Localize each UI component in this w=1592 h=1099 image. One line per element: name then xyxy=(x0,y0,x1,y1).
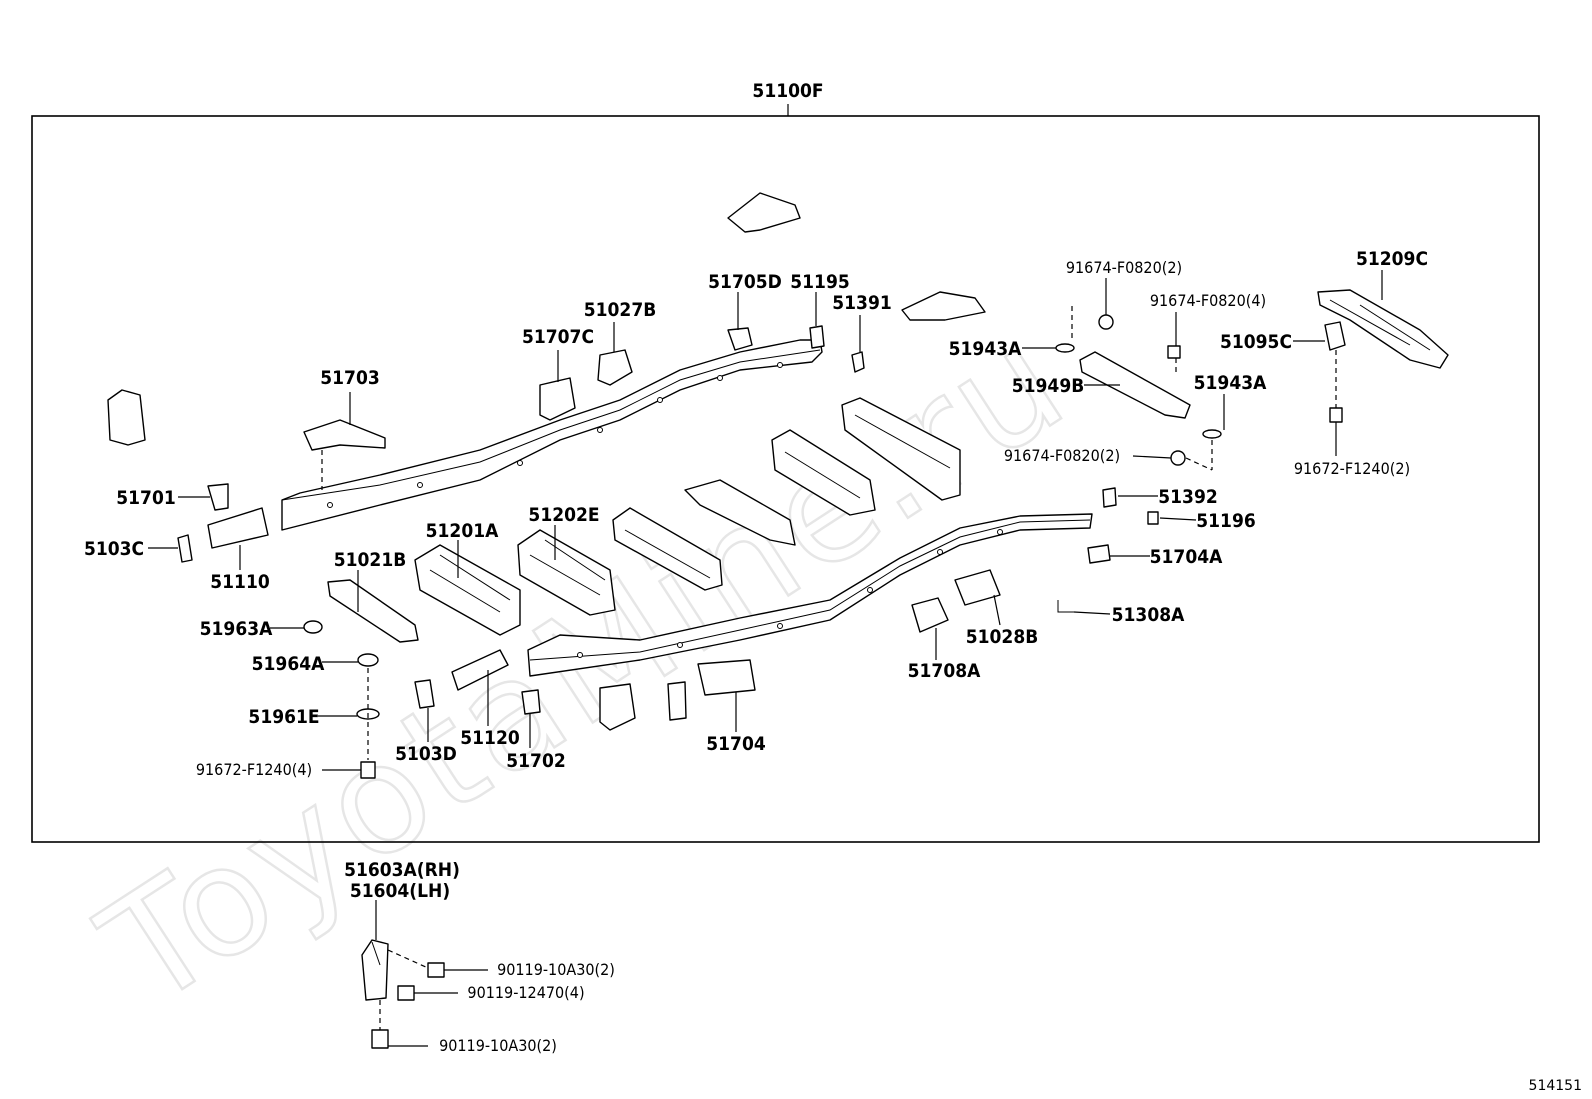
callout-5103C[interactable]: 5103C xyxy=(84,538,144,560)
callout-51391[interactable]: 51391 xyxy=(832,292,891,314)
callout-91674-F0820-4[interactable]: 91674-F0820(4) xyxy=(1150,291,1266,310)
bracket-upper-right[interactable] xyxy=(901,291,986,321)
bracket-51701[interactable] xyxy=(207,483,229,511)
bolt-91674-lower[interactable] xyxy=(1170,450,1186,466)
crossmember-rear[interactable] xyxy=(841,397,961,501)
bracket-51027B[interactable] xyxy=(597,349,633,386)
bushing-51964A[interactable] xyxy=(357,653,379,667)
figure-number: 514151 xyxy=(1529,1078,1582,1094)
callout-51120[interactable]: 51120 xyxy=(460,727,520,749)
callout-51708A[interactable]: 51708A xyxy=(908,660,981,682)
bracket-top-center[interactable] xyxy=(727,192,801,233)
bracket-51120[interactable] xyxy=(451,649,509,691)
callout-91674-F0820-2-lower[interactable]: 91674-F0820(2) xyxy=(1004,446,1120,465)
callout-51964A[interactable]: 51964A xyxy=(252,653,325,675)
callout-51704[interactable]: 51704 xyxy=(706,733,766,755)
bracket-51704A[interactable] xyxy=(1087,544,1111,564)
bolt-90119-10A30-upper[interactable] xyxy=(427,962,445,978)
crossmember-rear-center[interactable] xyxy=(771,429,876,516)
bracket-51095C[interactable] xyxy=(1324,321,1346,351)
bracket-center-lower-2[interactable] xyxy=(667,681,687,721)
bracket-51195[interactable] xyxy=(809,325,825,349)
callout-51201A[interactable]: 51201A xyxy=(426,520,499,542)
frame-rail-lower[interactable] xyxy=(527,513,1093,677)
callout-51028B[interactable]: 51028B xyxy=(966,626,1039,648)
bracket-51705D[interactable] xyxy=(727,327,753,351)
bracket-51308A[interactable] xyxy=(1057,600,1074,613)
callout-51702[interactable]: 51702 xyxy=(506,750,565,772)
callout-51110[interactable]: 51110 xyxy=(210,571,270,593)
callout-51095C[interactable]: 51095C xyxy=(1220,331,1292,353)
bracket-center-lower[interactable] xyxy=(599,683,636,731)
callout-51961E[interactable]: 51961E xyxy=(248,706,319,728)
crossmember-51209C[interactable] xyxy=(1317,289,1449,369)
bracket-5103D[interactable] xyxy=(414,679,435,709)
bracket-51702[interactable] xyxy=(521,689,541,715)
callout-5103D[interactable]: 5103D xyxy=(395,743,457,765)
bracket-51391[interactable] xyxy=(851,351,865,373)
bracket-51708A[interactable] xyxy=(911,597,949,633)
callout-51963A[interactable]: 51963A xyxy=(200,618,273,640)
callout-51021B[interactable]: 51021B xyxy=(334,549,407,571)
bracket-51028B[interactable] xyxy=(954,569,1001,606)
callout-91674-F0820-2-top[interactable]: 91674-F0820(2) xyxy=(1066,258,1182,277)
bolt-91672-right[interactable] xyxy=(1329,407,1343,423)
bushing-51963A[interactable] xyxy=(303,620,323,634)
callout-51603A-RH[interactable]: 51603A(RH) xyxy=(344,859,460,881)
crossmember-51202E[interactable] xyxy=(517,529,616,616)
callout-51705D[interactable]: 51705D xyxy=(708,271,782,293)
bracket-far-left[interactable] xyxy=(107,389,146,446)
bracket-51703[interactable] xyxy=(303,419,386,451)
bracket-51392[interactable] xyxy=(1102,487,1117,508)
crossmember-upper-center[interactable] xyxy=(684,479,796,546)
callout-51704A[interactable]: 51704A xyxy=(1150,546,1223,568)
bolt-91674-mid[interactable] xyxy=(1167,345,1181,359)
callout-90119-10A30-lower[interactable]: 90119-10A30(2) xyxy=(439,1036,557,1055)
callout-91672-F1240-2[interactable]: 91672-F1240(2) xyxy=(1294,459,1410,478)
bolt-90119-10A30-lower[interactable] xyxy=(371,1029,389,1049)
bolt-91674-top[interactable] xyxy=(1098,314,1114,330)
clip-51943A-left[interactable] xyxy=(1055,343,1075,353)
bolt-90119-12470[interactable] xyxy=(397,985,415,1001)
callout-90119-12470[interactable]: 90119-12470(4) xyxy=(467,983,584,1002)
callout-51701[interactable]: 51701 xyxy=(116,487,175,509)
callout-51604-LH[interactable]: 51604(LH) xyxy=(350,880,450,902)
callout-51195[interactable]: 51195 xyxy=(790,271,849,293)
callout-51308A[interactable]: 51308A xyxy=(1112,604,1185,626)
callout-51943A-right[interactable]: 51943A xyxy=(1194,372,1267,394)
callout-51027B[interactable]: 51027B xyxy=(584,299,657,321)
clip-51943A-right[interactable] xyxy=(1202,429,1222,439)
crossmember-51949B[interactable] xyxy=(1079,351,1191,419)
callout-51949B[interactable]: 51949B xyxy=(1012,375,1085,397)
crossmember-51201A[interactable] xyxy=(414,544,521,636)
callout-51202E[interactable]: 51202E xyxy=(528,504,599,526)
callout-51196[interactable]: 51196 xyxy=(1196,510,1255,532)
callout-91672-F1240-4[interactable]: 91672-F1240(4) xyxy=(196,760,312,779)
bracket-51704[interactable] xyxy=(697,659,756,696)
bracket-51707C[interactable] xyxy=(539,377,576,421)
callout-90119-10A30-upper[interactable]: 90119-10A30(2) xyxy=(497,960,615,979)
callout-51943A-left[interactable]: 51943A xyxy=(949,338,1022,360)
callout-51703[interactable]: 51703 xyxy=(320,367,379,389)
callout-51392[interactable]: 51392 xyxy=(1158,486,1217,508)
bracket-51196[interactable] xyxy=(1147,511,1159,525)
crossmember-center[interactable] xyxy=(612,507,723,591)
callout-51707C[interactable]: 51707C xyxy=(522,326,594,348)
bracket-51603A-51604[interactable] xyxy=(361,939,389,1001)
bracket-51021B[interactable] xyxy=(327,579,419,643)
bolt-91672-left[interactable] xyxy=(360,761,376,779)
assembly-label[interactable]: 51100F xyxy=(752,80,823,102)
bracket-5103C[interactable] xyxy=(177,534,193,563)
assembly-frame-box xyxy=(31,115,1540,843)
callout-51209C[interactable]: 51209C xyxy=(1356,248,1428,270)
bracket-51110[interactable] xyxy=(207,507,269,549)
